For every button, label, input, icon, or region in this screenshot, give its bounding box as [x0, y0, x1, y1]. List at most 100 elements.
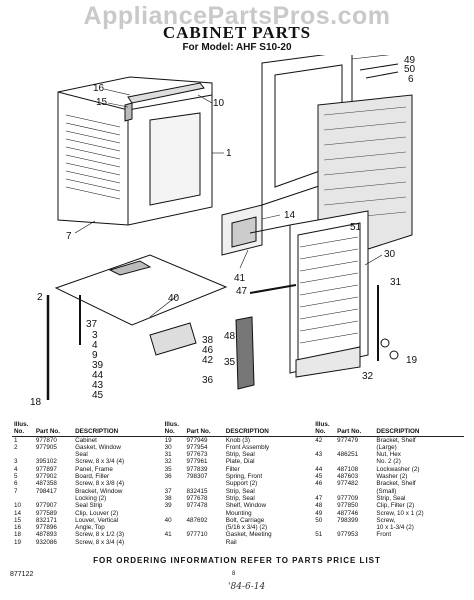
illus-number: 35 [164, 465, 172, 473]
header-part: Part No. [33, 421, 74, 437]
part-number: 487692 [186, 516, 208, 524]
callout-3: 3 [92, 330, 98, 341]
callout-14: 14 [284, 210, 296, 221]
part-number: 977897 [35, 465, 57, 473]
illus-number: 4 [14, 465, 18, 473]
illus-number: 51 [315, 531, 323, 539]
illus-number [313, 539, 335, 546]
model-subtitle: For Model: AHF S10-20 [182, 42, 292, 53]
illus-number: 41 [164, 531, 172, 539]
part-description: Clip, Louver (2) [75, 509, 119, 517]
part-description: Mounting [225, 509, 252, 517]
illus-number [163, 539, 185, 546]
part-description: Strip, Seal [376, 494, 406, 502]
part-description: Front [376, 531, 392, 539]
illus-number: 45 [315, 473, 323, 481]
callout-41: 41 [234, 273, 246, 284]
callout-48: 48 [224, 331, 236, 342]
front-assembly-drawing [289, 210, 369, 378]
part-description: Screw, 8 x 3/4 (4) [75, 458, 125, 466]
header-part: Part No. [335, 421, 375, 437]
part-description: Panel, Frame [75, 465, 113, 473]
part-description: Bracket, Shelf [376, 480, 416, 488]
illus-number [12, 495, 34, 502]
header-desc: DESCRIPTION [223, 421, 314, 437]
illus-number: 38 [164, 494, 172, 502]
part-number: 487746 [337, 509, 359, 517]
illus-number: 19 [14, 538, 22, 546]
part-description: (Small) [376, 487, 397, 495]
header-part: Part No. [184, 421, 224, 437]
callout-47: 47 [236, 286, 248, 297]
part-description: Screw, [376, 516, 396, 524]
illus-number: 1 [14, 436, 18, 444]
header-illus: Illus. No. [313, 421, 336, 437]
illus-number: 49 [315, 509, 323, 517]
part-description: Angle, Top [75, 524, 105, 532]
illus-number [163, 480, 185, 487]
callout-51: 51 [350, 222, 362, 233]
callout-15: 15 [96, 97, 108, 108]
part-description: Screw, 8 x 3/8 (4) [75, 480, 125, 488]
header-illus: Illus. No. [162, 421, 185, 437]
illus-number: 16 [14, 524, 22, 532]
part-number: 977870 [35, 436, 57, 444]
part-number [184, 480, 223, 487]
callout-10: 10 [213, 98, 225, 109]
callout-1: 1 [226, 148, 232, 159]
part-description: (Large) [376, 443, 397, 451]
louver-clip-drawing [221, 204, 291, 256]
part-description: Knob (3) [225, 436, 250, 444]
illus-number: 3 [14, 458, 18, 466]
illus-number: 42 [315, 436, 323, 444]
illus-number: 2 [14, 443, 18, 451]
illus-number: 48 [315, 502, 323, 510]
callout-7: 7 [66, 231, 72, 242]
part-number: 486251 [337, 451, 359, 459]
part-number: 977850 [337, 502, 359, 510]
part-number: 977953 [337, 531, 359, 539]
illus-number: 10 [14, 502, 22, 510]
illus-number: 39 [164, 502, 172, 510]
part-description: Clip, Filter (2) [376, 502, 415, 510]
callout-43: 43 [92, 380, 104, 391]
part-number: 977907 [35, 502, 57, 510]
part-description: Strip, Seal [225, 451, 255, 459]
part-description: Bracket, Window [75, 487, 123, 495]
part-number [335, 488, 374, 495]
part-number [335, 539, 374, 546]
illus-number: 6 [14, 480, 18, 488]
part-number: 977709 [337, 494, 359, 502]
part-description: Filter [225, 465, 240, 473]
part-description: Louver, Vertical [75, 516, 119, 524]
part-description: Screw, 8 x 1/2 (3) [75, 531, 125, 539]
part-description: Plate, Dial [225, 458, 255, 466]
top-angle-drawing [124, 82, 205, 122]
part-number: 977479 [337, 436, 359, 444]
callout-30: 30 [384, 249, 396, 260]
part-number: 832415 [186, 487, 208, 495]
illus-number: 50 [315, 516, 323, 524]
callout-35: 35 [224, 357, 236, 368]
part-number: 977589 [35, 509, 57, 517]
callout-37: 37 [86, 319, 98, 330]
part-number: 977896 [35, 524, 57, 532]
callout-19: 19 [406, 355, 418, 366]
part-description: Gasket, Window [75, 443, 121, 451]
callout-6: 6 [408, 74, 414, 85]
part-number: 487603 [337, 473, 359, 481]
callout-39: 39 [92, 360, 104, 371]
illus-number [12, 451, 34, 458]
exploded-parts-diagram: 16 15 10 1 5 49 50 6 7 14 51 30 41 2 40 … [30, 55, 418, 408]
illus-number: 36 [164, 473, 172, 481]
callout-45: 45 [92, 390, 104, 401]
part-description: Shelf, Window [225, 502, 267, 510]
illus-number: 18 [14, 531, 22, 539]
part-number: 977839 [186, 465, 208, 473]
part-number: 977673 [186, 451, 208, 459]
